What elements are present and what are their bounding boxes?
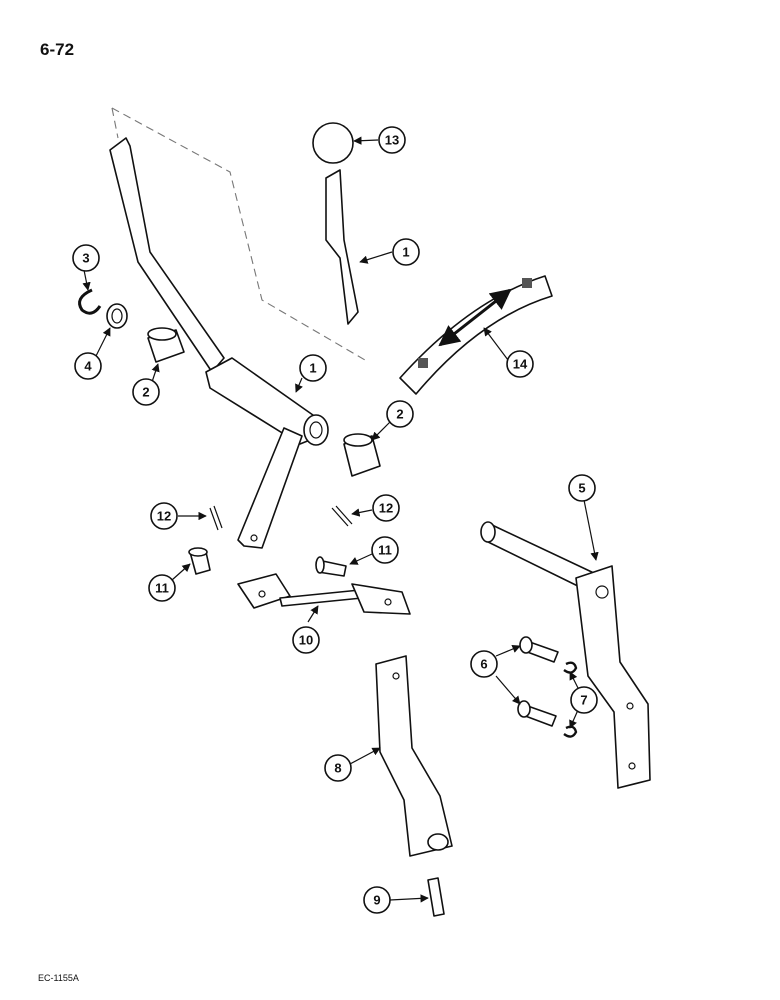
panel-outline bbox=[111, 107, 366, 361]
cotter-pin-right bbox=[331, 505, 353, 527]
bushing-left bbox=[147, 327, 185, 363]
callout-2-left: 2 bbox=[132, 378, 160, 406]
callout-14: 14 bbox=[506, 350, 534, 378]
callout-6: 6 bbox=[470, 650, 498, 678]
svg-text:2: 2 bbox=[142, 385, 149, 400]
leader-lines bbox=[82, 136, 599, 903]
knob bbox=[312, 122, 354, 164]
bracket-arm bbox=[375, 655, 453, 857]
svg-text:2: 2 bbox=[396, 407, 403, 422]
callout-2-right: 2 bbox=[386, 400, 414, 428]
lock-washer-lower bbox=[563, 725, 578, 738]
callout-12-right: 12 bbox=[372, 494, 400, 522]
panel-outline-left bbox=[111, 107, 119, 139]
svg-text:9: 9 bbox=[373, 893, 380, 908]
svg-text:11: 11 bbox=[155, 581, 169, 596]
callout-11-left: 11 bbox=[148, 574, 176, 602]
clip bbox=[78, 288, 102, 315]
svg-text:1: 1 bbox=[309, 361, 316, 376]
callout-1-lower: 1 bbox=[299, 354, 327, 382]
svg-text:3: 3 bbox=[82, 251, 89, 266]
callout-1-upper: 1 bbox=[392, 238, 420, 266]
svg-text:4: 4 bbox=[84, 359, 92, 374]
callout-12-left: 12 bbox=[150, 502, 178, 530]
clevis-pin-right bbox=[315, 556, 347, 577]
page-number: 6-72 bbox=[40, 40, 75, 59]
callout-7: 7 bbox=[570, 686, 598, 714]
bushing-right bbox=[343, 433, 381, 477]
link-rod bbox=[237, 573, 411, 615]
roll-pin bbox=[427, 877, 445, 917]
callout-10: 10 bbox=[292, 626, 320, 654]
callout-11-right: 11 bbox=[371, 536, 399, 564]
svg-text:7: 7 bbox=[580, 693, 587, 708]
callout-13: 13 bbox=[378, 126, 406, 154]
svg-text:1: 1 bbox=[402, 245, 409, 260]
svg-text:6: 6 bbox=[480, 657, 487, 672]
main-lever bbox=[109, 137, 329, 549]
callout-9: 9 bbox=[363, 886, 391, 914]
svg-text:14: 14 bbox=[513, 357, 528, 372]
bolt-upper bbox=[519, 636, 559, 663]
shaft-arm bbox=[480, 521, 651, 789]
lock-washer-upper bbox=[563, 661, 578, 674]
handle-lever bbox=[325, 169, 359, 325]
svg-text:10: 10 bbox=[299, 633, 313, 648]
svg-text:13: 13 bbox=[385, 133, 399, 148]
svg-text:12: 12 bbox=[157, 509, 171, 524]
svg-text:11: 11 bbox=[378, 543, 392, 558]
document-code: EC-1155A bbox=[38, 973, 79, 983]
clevis-pin-left bbox=[188, 547, 211, 575]
svg-text:8: 8 bbox=[334, 761, 341, 776]
callout-4: 4 bbox=[74, 352, 102, 380]
svg-text:5: 5 bbox=[578, 481, 585, 496]
washer bbox=[106, 303, 128, 329]
decal-strip bbox=[399, 275, 553, 395]
callout-3: 3 bbox=[72, 244, 100, 272]
cotter-pin-left bbox=[209, 505, 223, 531]
svg-text:12: 12 bbox=[379, 501, 393, 516]
callout-8: 8 bbox=[324, 754, 352, 782]
bolt-lower bbox=[517, 700, 557, 727]
callout-5: 5 bbox=[568, 474, 596, 502]
